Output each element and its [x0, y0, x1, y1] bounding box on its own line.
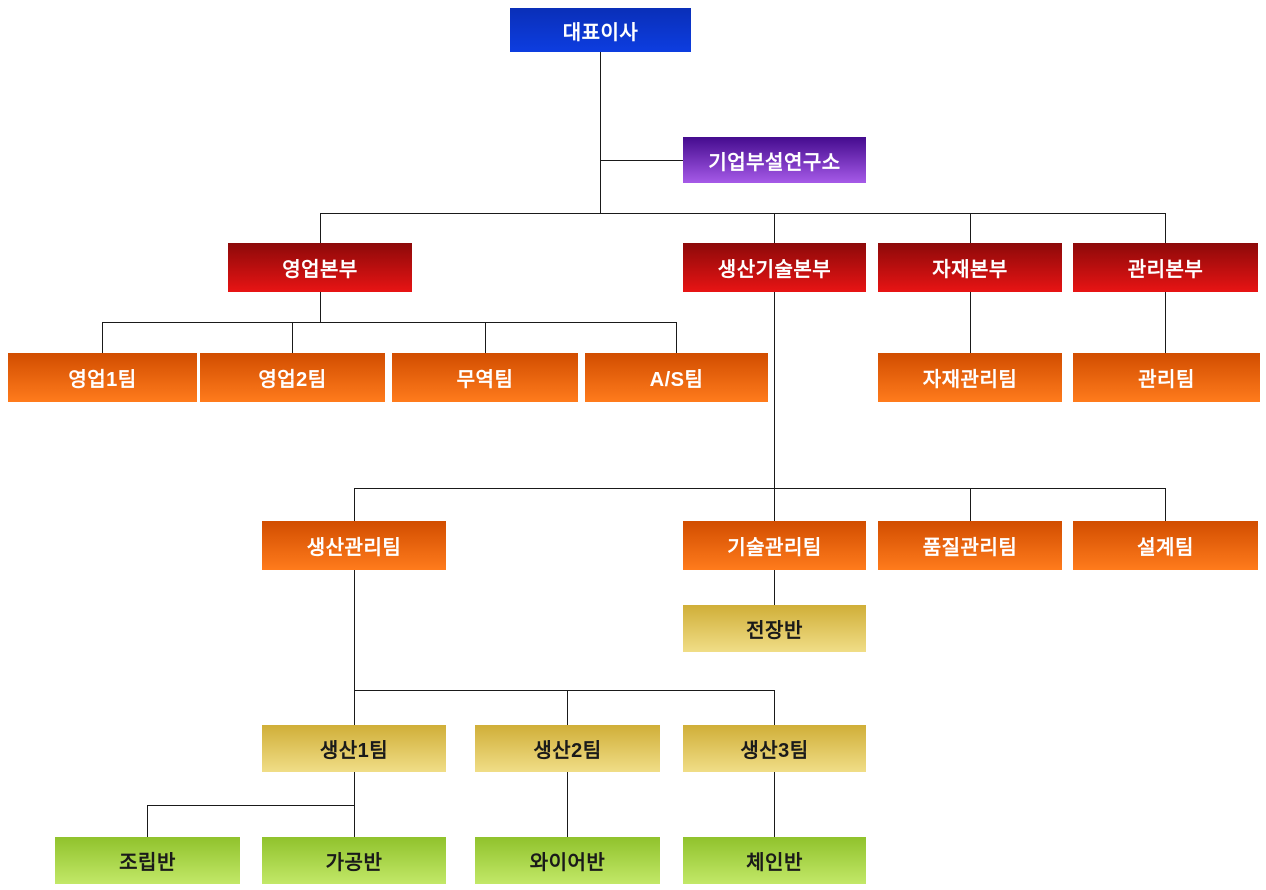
- connector-line: [354, 570, 355, 690]
- connector-line: [1165, 213, 1166, 243]
- org-node-quality-mgmt-team: 품질관리팀: [878, 521, 1062, 570]
- org-node-production-tech-hq: 생산기술본부: [683, 243, 866, 292]
- org-node-sales-team-1: 영업1팀: [8, 353, 197, 402]
- org-node-production-mgmt-team: 생산관리팀: [262, 521, 446, 570]
- connector-line: [102, 322, 677, 323]
- connector-line: [774, 213, 775, 243]
- org-node-processing-unit: 가공반: [262, 837, 446, 884]
- connector-line: [774, 292, 775, 488]
- connector-line: [970, 213, 971, 243]
- org-node-chain-unit: 체인반: [683, 837, 866, 884]
- org-node-management-hq: 관리본부: [1073, 243, 1258, 292]
- org-node-production-team-1: 생산1팀: [262, 725, 446, 772]
- connector-line: [147, 805, 148, 837]
- org-node-trade-team: 무역팀: [392, 353, 578, 402]
- org-node-production-team-2: 생산2팀: [475, 725, 660, 772]
- org-node-electrical-unit: 전장반: [683, 605, 866, 652]
- connector-line: [354, 488, 1166, 489]
- connector-line: [774, 690, 775, 725]
- org-node-materials-mgmt-team: 자재관리팀: [878, 353, 1062, 402]
- org-node-wire-unit: 와이어반: [475, 837, 660, 884]
- connector-line: [774, 772, 775, 837]
- connector-line: [354, 805, 355, 837]
- connector-line: [320, 213, 321, 243]
- connector-line: [970, 488, 971, 521]
- org-node-research-institute: 기업부설연구소: [683, 137, 866, 183]
- org-node-sales-hq: 영업본부: [228, 243, 412, 292]
- org-node-as-team: A/S팀: [585, 353, 768, 402]
- connector-line: [102, 322, 103, 353]
- connector-line: [1165, 292, 1166, 353]
- connector-line: [292, 322, 293, 353]
- connector-line: [600, 52, 601, 213]
- connector-line: [320, 213, 1166, 214]
- org-node-sales-team-2: 영업2팀: [200, 353, 385, 402]
- org-node-management-team: 관리팀: [1073, 353, 1260, 402]
- connector-line: [354, 690, 355, 725]
- connector-line: [354, 690, 775, 691]
- org-node-tech-mgmt-team: 기술관리팀: [683, 521, 866, 570]
- org-node-ceo: 대표이사: [510, 8, 691, 52]
- connector-line: [354, 772, 355, 805]
- connector-line: [354, 488, 355, 521]
- org-node-production-team-3: 생산3팀: [683, 725, 866, 772]
- connector-line: [567, 772, 568, 837]
- connector-line: [774, 488, 775, 521]
- connector-line: [774, 570, 775, 605]
- connector-line: [600, 160, 683, 161]
- org-node-materials-hq: 자재본부: [878, 243, 1062, 292]
- connector-line: [320, 292, 321, 322]
- connector-line: [485, 322, 486, 353]
- connector-line: [970, 292, 971, 353]
- connector-line: [1165, 488, 1166, 521]
- connector-line: [567, 690, 568, 725]
- org-node-assembly-unit: 조립반: [55, 837, 240, 884]
- connector-line: [147, 805, 355, 806]
- org-node-design-team: 설계팀: [1073, 521, 1258, 570]
- connector-line: [676, 322, 677, 353]
